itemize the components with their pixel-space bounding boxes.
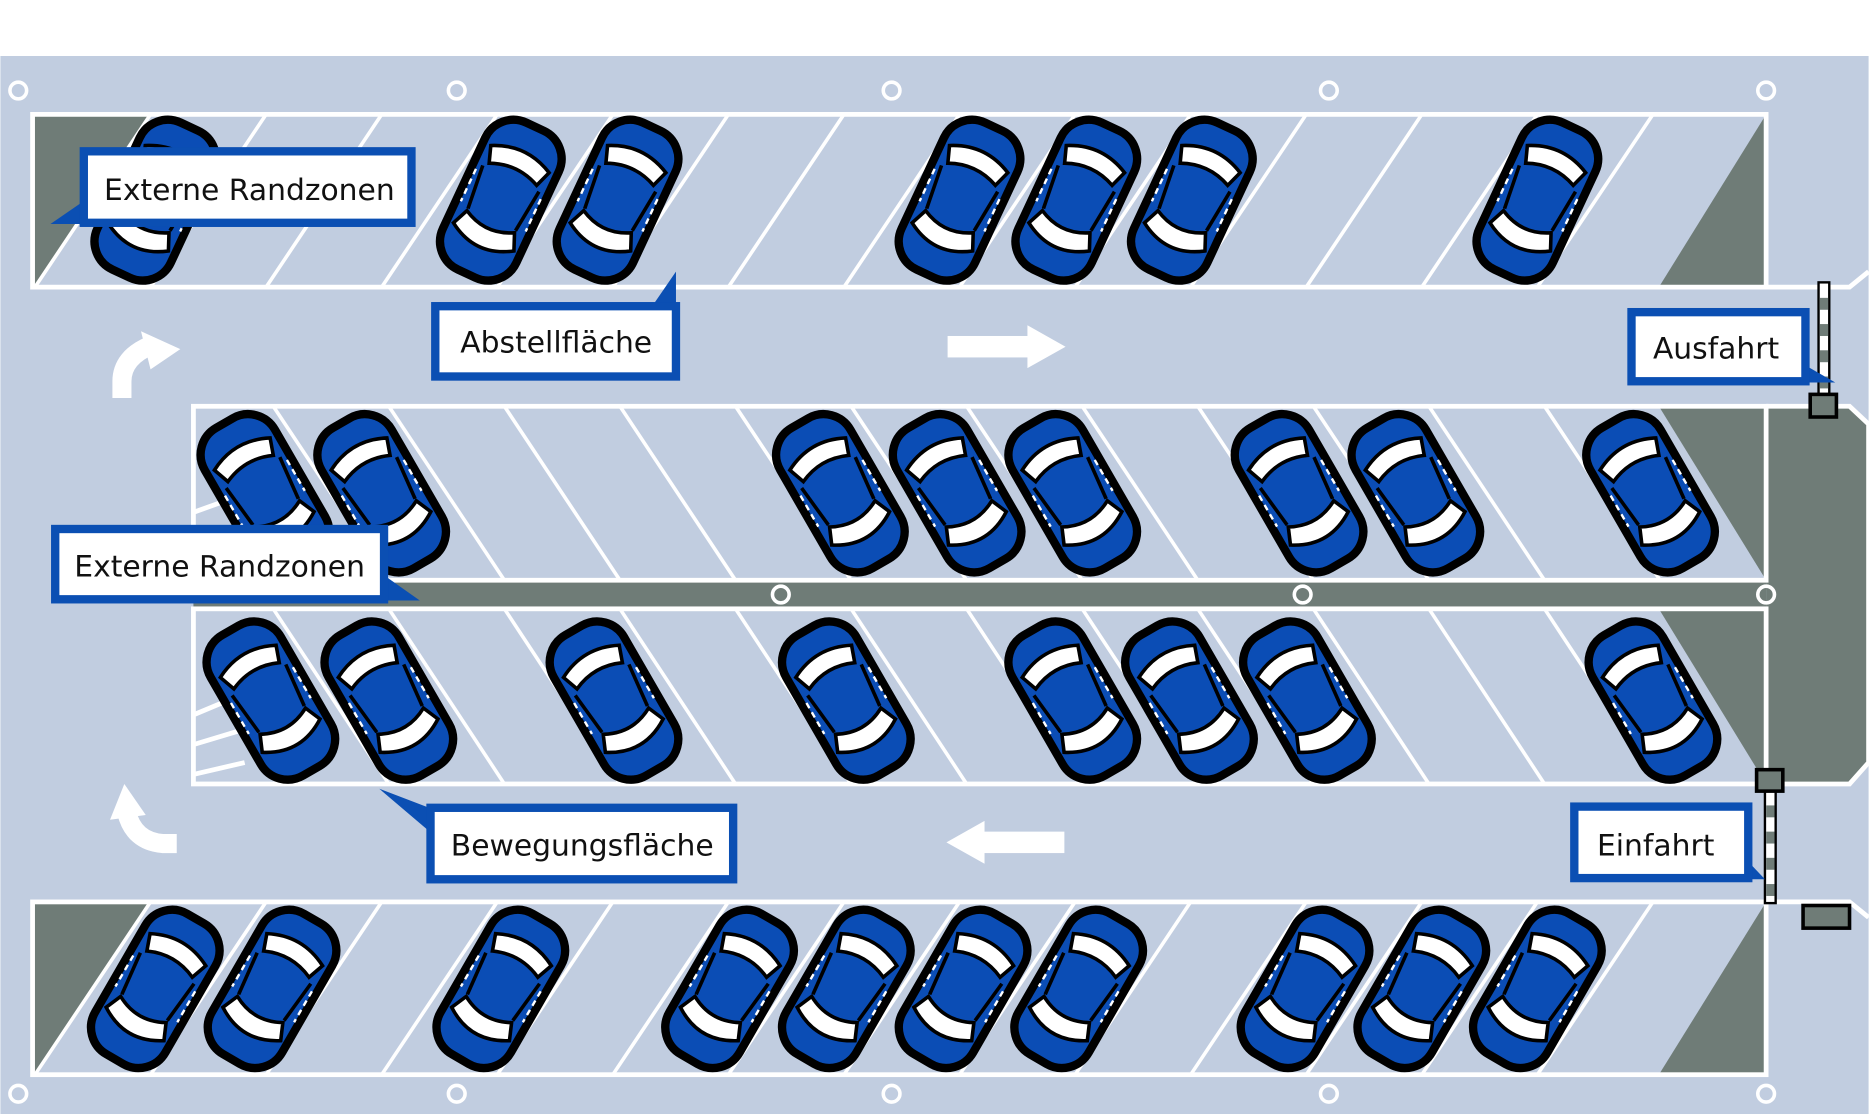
header-band: [0, 0, 1869, 56]
stripe: [387, 405, 506, 582]
stripe: [502, 405, 622, 582]
bollard-icon: [1318, 80, 1339, 101]
label-parking-area: Abstellfläche: [431, 271, 681, 381]
bollard-icon: [446, 80, 467, 101]
bollard-icon: [8, 1083, 29, 1104]
label-external-zones-top: Externe Randzonen: [50, 147, 416, 227]
bollard-icon: [1756, 80, 1777, 101]
bollards: [8, 80, 1777, 1104]
arrow-right-icon: [947, 325, 1066, 369]
label-entrance: Einfahrt: [1570, 802, 1765, 883]
stripe: [1420, 900, 1539, 1076]
label-external-zones-middle: Externe Randzonen: [51, 524, 420, 604]
label-text: Externe Randzonen: [104, 173, 395, 208]
stripe: [618, 607, 738, 785]
stripe: [1427, 607, 1547, 785]
stripe: [726, 113, 846, 289]
stripe: [1189, 900, 1308, 1076]
stripe: [1427, 405, 1547, 582]
stripe: [849, 607, 969, 785]
bollard-icon: [1756, 1083, 1777, 1104]
entrance-barrier-icon: [1754, 767, 1852, 930]
stripe: [387, 607, 506, 785]
stripe: [611, 900, 730, 1076]
label-text: Abstellfläche: [460, 326, 652, 361]
stripe: [1304, 113, 1424, 289]
label-text: Einfahrt: [1597, 828, 1714, 863]
label-text: Bewegungsfläche: [451, 828, 714, 863]
stripe: [380, 900, 499, 1076]
stripe: [380, 113, 499, 289]
stripe: [33, 900, 153, 1076]
label-movement-area: Bewegungsfläche: [379, 788, 738, 884]
stripe: [1311, 607, 1431, 785]
bollard-icon: [881, 1083, 902, 1104]
stripe: [1080, 405, 1200, 582]
row-outlines: [30, 111, 1869, 1078]
bollard-icon: [8, 80, 29, 101]
bollard-icon: [1292, 584, 1313, 605]
bollard-icon: [446, 1083, 467, 1104]
stripe: [1304, 900, 1424, 1076]
label-text: Ausfahrt: [1653, 332, 1779, 367]
stripe: [1535, 900, 1655, 1076]
bollard-icon: [1756, 584, 1777, 605]
stripe: [618, 405, 738, 582]
bollard-icon: [881, 80, 902, 101]
label-text: Externe Randzonen: [74, 550, 365, 585]
bollard-icon: [1318, 1083, 1339, 1104]
label-exit: Ausfahrt: [1627, 307, 1836, 386]
bollard-icon: [770, 584, 791, 605]
arrow-left-icon: [946, 820, 1065, 864]
curved-arrow-icon: [112, 331, 181, 398]
curved-arrow-icon: [110, 783, 177, 854]
